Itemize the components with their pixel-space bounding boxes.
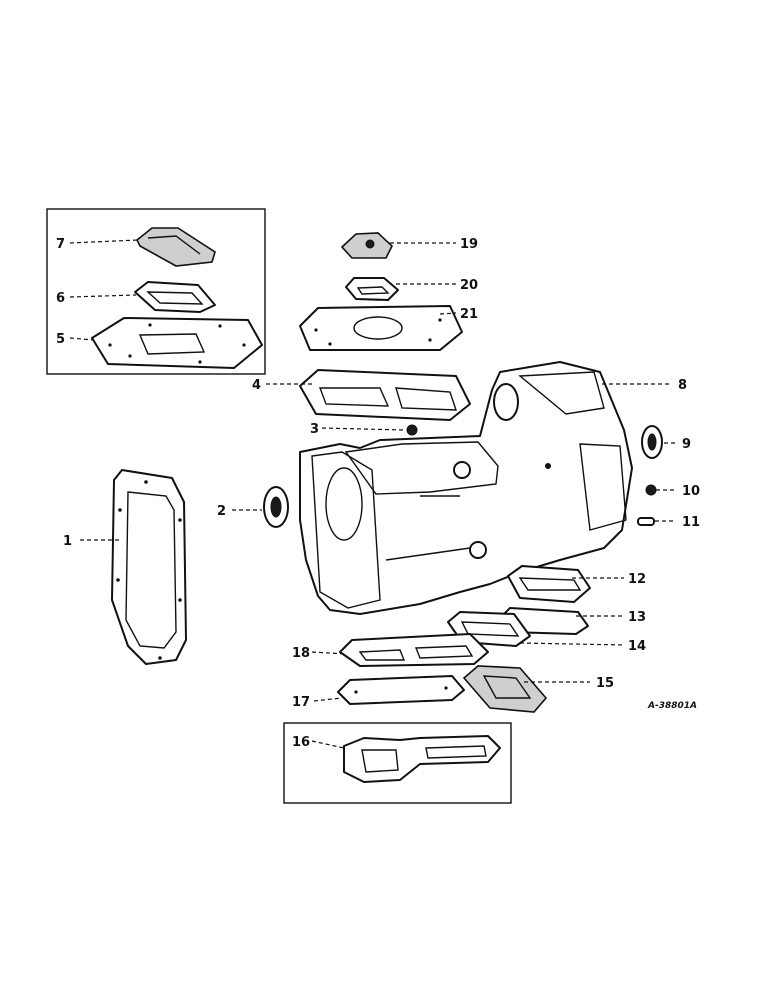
callout-labels: 1 2 3 4 5 6 7 8 9 10 11 12 13 14 15 16 1… bbox=[56, 237, 700, 750]
part-7-cover bbox=[135, 227, 216, 267]
part-8-housing bbox=[299, 361, 633, 615]
callout-7: 7 bbox=[56, 237, 65, 252]
part-18-gasket bbox=[339, 633, 489, 667]
callout-9: 9 bbox=[682, 437, 691, 452]
callout-14: 14 bbox=[628, 639, 646, 654]
callout-19: 19 bbox=[460, 237, 478, 252]
callout-2: 2 bbox=[217, 504, 226, 519]
part-12-cover bbox=[507, 565, 591, 603]
callout-18: 18 bbox=[292, 646, 310, 661]
callout-11: 11 bbox=[682, 515, 700, 530]
part-19-cover bbox=[340, 232, 393, 259]
part-20-gasket bbox=[345, 277, 399, 301]
callout-13: 13 bbox=[628, 610, 646, 625]
part-11-pin bbox=[637, 517, 655, 526]
figure-code: A-38801A bbox=[647, 701, 697, 711]
callout-16: 16 bbox=[292, 735, 310, 750]
callout-17: 17 bbox=[292, 695, 310, 710]
inset-box-lower bbox=[283, 722, 512, 804]
part-2-seal bbox=[263, 486, 289, 528]
callout-8: 8 bbox=[678, 378, 687, 393]
part-21-plate-gasket bbox=[299, 305, 463, 351]
part-1-gasket bbox=[111, 469, 187, 665]
callout-5: 5 bbox=[56, 332, 65, 347]
part-3-plug bbox=[406, 424, 418, 436]
leader-lines bbox=[69, 239, 676, 749]
callout-1: 1 bbox=[63, 534, 72, 549]
part-16-cover bbox=[343, 735, 501, 783]
callout-6: 6 bbox=[56, 291, 65, 306]
part-10-plug bbox=[645, 484, 657, 496]
inset-box-upper-left bbox=[46, 208, 266, 375]
part-5-plate-gasket bbox=[91, 317, 263, 369]
callout-10: 10 bbox=[682, 484, 700, 499]
part-9-seal bbox=[641, 425, 663, 459]
callout-4: 4 bbox=[252, 378, 261, 393]
callout-12: 12 bbox=[628, 572, 646, 587]
callout-3: 3 bbox=[310, 422, 319, 437]
callout-20: 20 bbox=[460, 278, 478, 293]
part-15-cover bbox=[462, 665, 548, 713]
callout-15: 15 bbox=[596, 676, 614, 691]
part-6-gasket bbox=[134, 281, 216, 313]
part-4-gasket bbox=[299, 369, 471, 421]
part-17-plate bbox=[337, 675, 465, 705]
callout-21: 21 bbox=[460, 307, 478, 322]
